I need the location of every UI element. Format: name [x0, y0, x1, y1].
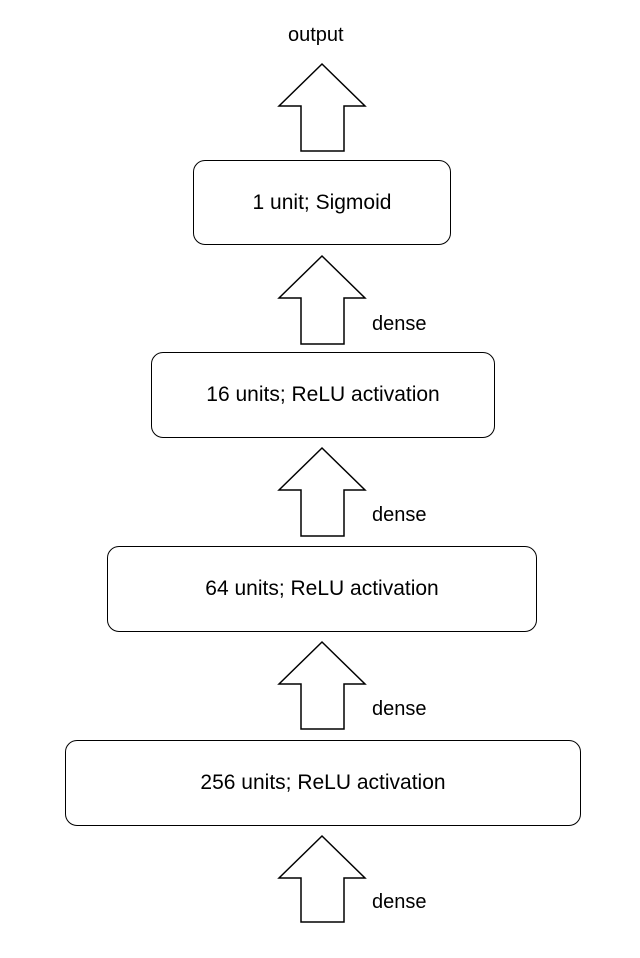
connection-label-dense-2: dense: [372, 504, 427, 526]
connection-label-dense-3: dense: [372, 698, 427, 720]
up-arrow-dense-2: [277, 446, 367, 537]
layer-label-16-units: 16 units; ReLU activation: [206, 383, 440, 406]
up-arrow-dense-4: [277, 834, 367, 923]
layer-box-16-units: 16 units; ReLU activation: [151, 352, 495, 438]
layer-box-sigmoid: 1 unit; Sigmoid: [193, 160, 451, 245]
layer-box-64-units: 64 units; ReLU activation: [107, 546, 537, 632]
up-arrow-dense-3: [277, 640, 367, 730]
layer-label-64-units: 64 units; ReLU activation: [205, 577, 439, 600]
layer-label-256-units: 256 units; ReLU activation: [200, 771, 446, 794]
layer-label-sigmoid: 1 unit; Sigmoid: [252, 190, 392, 214]
connection-label-dense-4: dense: [372, 891, 427, 913]
output-label: output: [288, 24, 344, 46]
connection-label-dense-1: dense: [372, 313, 427, 335]
layer-box-256-units: 256 units; ReLU activation: [65, 740, 581, 826]
up-arrow-output: [277, 62, 367, 152]
up-arrow-dense-1: [277, 254, 367, 345]
